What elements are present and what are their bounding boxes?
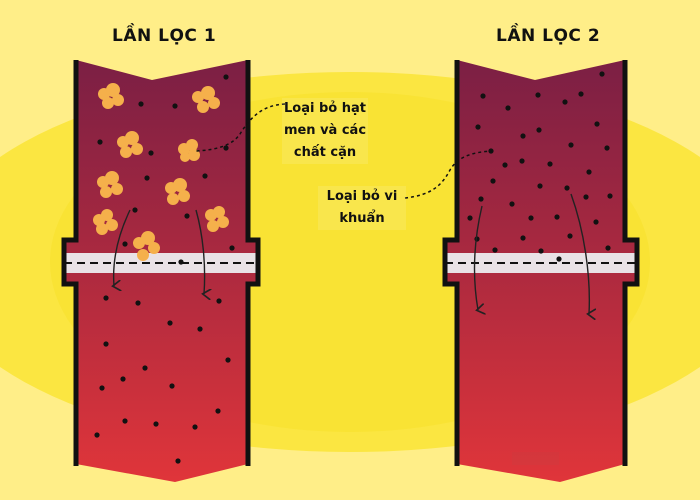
- yeast-particle-icon: [192, 86, 220, 113]
- yeast-particle-icon: [205, 206, 229, 232]
- flow-arrow-icon: [570, 193, 589, 314]
- dot-particles-1: [94, 74, 235, 464]
- yeast-particle-icon: [165, 178, 190, 205]
- yeast-particles-1: [93, 83, 229, 261]
- column-wall-left-1: [61, 60, 79, 466]
- filter-column-2: [442, 60, 640, 482]
- column-wall-right-2: [622, 60, 640, 466]
- filter-2-callout-line: khuẩn: [339, 211, 385, 226]
- yeast-particle-icon: [133, 231, 160, 261]
- yeast-particle-icon: [117, 131, 143, 158]
- filter-1-title: LẦN LỌC 1: [112, 26, 217, 46]
- filter-1-callout-line: men và các: [283, 123, 367, 138]
- filter-2-title: LẦN LỌC 2: [496, 26, 601, 46]
- filter-1-callout: Loại bỏ hạt men và các chất cặn: [282, 98, 368, 164]
- flow-arrow-icon: [473, 205, 482, 310]
- yeast-particle-icon: [93, 209, 118, 235]
- yeast-particle-icon: [97, 171, 123, 198]
- filter-2-callout-line: Loại bỏ vi: [326, 189, 398, 204]
- filter-2-callout: Loại bỏ vi khuẩn: [318, 186, 406, 230]
- filter-1-callout-line: Loại bỏ hạt: [284, 101, 366, 116]
- callout-leader-1: [195, 103, 286, 152]
- yeast-particle-icon: [98, 83, 124, 109]
- flow-arrow-icon: [195, 209, 205, 294]
- yeast-particle-icon: [178, 139, 200, 162]
- filter-column-1: [61, 60, 261, 482]
- flow-arrow-icon: [114, 209, 131, 286]
- column-wall-left-2: [442, 60, 460, 466]
- filter-1-callout-line: chất cặn: [293, 145, 357, 160]
- dot-particles-2: [467, 71, 613, 262]
- column-wall-right-1: [245, 60, 261, 466]
- faint-mark: [512, 452, 559, 465]
- callout-leader-2: [404, 150, 493, 199]
